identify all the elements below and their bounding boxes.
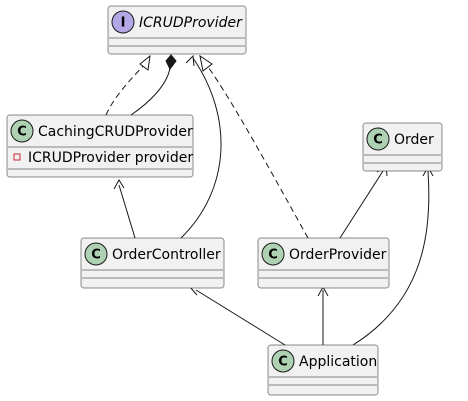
relations [105, 57, 430, 346]
class-order[interactable]: C Order [362, 122, 443, 172]
private-field-icon [13, 153, 21, 161]
class-badge-letter: C [91, 248, 101, 263]
edge-ordercontroller-to-cachingcrudprovider [118, 184, 136, 239]
class-cachingcrudprovider[interactable]: C CachingCRUDProvider ICRUDProvider prov… [6, 114, 193, 178]
edge-ordercontroller-to-icrudprovider [180, 57, 222, 239]
class-badge-icon [10, 119, 34, 143]
class-badge-letter: C [268, 248, 278, 263]
class-badge-icon [366, 127, 390, 151]
class-badge-icon [271, 349, 295, 373]
edge-cachingcrudprovider-composition-icrudprovider [130, 67, 171, 116]
class-name: CachingCRUDProvider [38, 124, 193, 140]
association-arrowhead-icon [113, 179, 125, 190]
class-badge-icon [261, 242, 285, 266]
class-name: ICRUDProvider [139, 15, 243, 31]
realization-arrowhead-icon [199, 54, 213, 72]
edge-orderprovider-to-order [339, 170, 384, 239]
association-arrowhead-icon [185, 54, 195, 67]
class-badge-letter: C [373, 133, 383, 148]
edge-application-to-ordercontroller [195, 289, 286, 346]
class-ordercontroller[interactable]: C OrderController [80, 237, 225, 289]
edge-application-to-order [352, 170, 430, 346]
class-badge-letter: C [17, 125, 27, 140]
class-name: Order [394, 132, 434, 148]
interface-badge-icon [111, 10, 135, 34]
composition-diamond-icon [165, 54, 177, 70]
class-name: Application [299, 354, 377, 370]
interface-badge-letter: I [121, 16, 126, 31]
class-orderprovider[interactable]: C OrderProvider [257, 237, 390, 289]
field-provider: ICRUDProvider provider [28, 150, 193, 166]
edge-cachingcrudprovider-realizes-icrudprovider [105, 62, 147, 116]
class-badge-letter: C [278, 355, 288, 370]
class-application[interactable]: C Application [267, 344, 379, 396]
class-name: OrderController [112, 247, 221, 263]
class-icrudprovider[interactable]: I ICRUDProvider [107, 5, 247, 55]
edge-orderprovider-realizes-icrudprovider [205, 63, 309, 239]
realization-arrowhead-icon [139, 54, 151, 71]
class-badge-icon [84, 242, 108, 266]
class-name: OrderProvider [289, 247, 387, 263]
